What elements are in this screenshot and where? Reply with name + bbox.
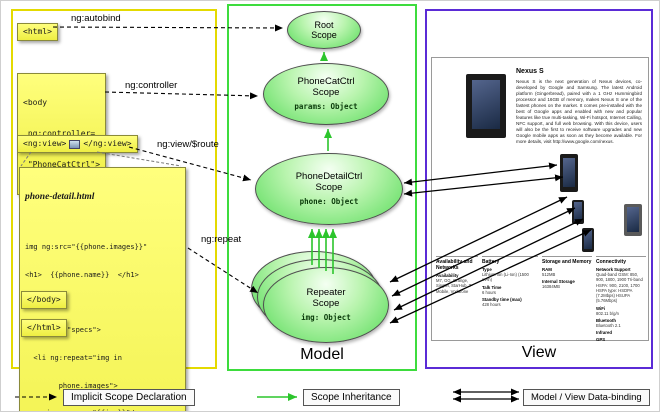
ng-repeat-label: ng:repeat [201, 234, 242, 245]
code-line: <img ng:src="{{img}}"/> [25, 409, 180, 411]
spec-label: Bluetooth [596, 317, 617, 323]
spec-value: 16384MB [542, 284, 560, 290]
code-line: <h1> {{phone.name}} </h1> [25, 270, 139, 279]
phonedetail-ctrl-scope: PhoneDetailCtrl Scope phone: Object [255, 153, 403, 225]
phone-thumbnail [572, 200, 584, 224]
ng-controller-label: ng:controller [125, 80, 178, 91]
phone-thumbnail [560, 154, 578, 192]
repeater-scope: Repeater Scope img: Object [263, 267, 389, 343]
body-open-line: "PhoneCatCtrl"> [23, 160, 101, 170]
ngview-close-tag: </ng:view> [83, 139, 132, 148]
phone-thumbnail [624, 204, 642, 236]
spec-value: Lithium Ion (Li-Ion) (1500 mAh) [482, 272, 529, 283]
spec-label: Network Support [596, 267, 631, 272]
phone-thumbnail [582, 228, 594, 252]
scope-binding: phone: Object [299, 197, 359, 207]
spec-label: WiFi [596, 305, 606, 311]
body-open-line: ng:controller= [23, 128, 96, 138]
html-close-tag-box: </html> [21, 319, 67, 338]
scope-title: Repeater [306, 286, 346, 298]
scope-binding: params: Object [294, 102, 358, 112]
spec-value: M7, GG, Orange, Singtel, StarHub, T-Mobi… [436, 278, 473, 294]
model-panel-label: Model [300, 346, 344, 363]
view-panel-label: View [521, 344, 557, 361]
body-close-tag-box: </body> [21, 291, 67, 310]
spec-value: 802.11 b/g/n [596, 310, 619, 316]
scope-title: PhoneDetailCtrl [295, 170, 363, 182]
view-icon [69, 139, 81, 149]
scope-binding: img: Object [301, 313, 351, 323]
ng-view-route-label: ng:view/$route [157, 139, 219, 150]
body-open-line: <body [23, 97, 48, 107]
phone-detail-page: Nexus S Nexus S is the next generation o… [431, 57, 649, 342]
spec-value: Bluetooth 2.1 [596, 322, 621, 328]
scope-title: Scope [312, 86, 340, 98]
legend-data-binding: Model / View Data-binding [523, 389, 650, 406]
phone-detail-filename: phone-detail.html [25, 191, 95, 202]
spec-header: Battery [482, 256, 538, 265]
spec-value: 6 hours [482, 289, 496, 295]
spec-header: Storage and Memory [542, 256, 592, 265]
code-line: <li ng:repeat="img in [25, 353, 122, 362]
code-line: img ng:src="{{phone.images}}" [25, 243, 148, 252]
legend-scope-inheritance: Scope Inheritance [303, 389, 400, 406]
spec-value: Quad-band GSM: 850, 900, 1800, 1900 Tri-… [596, 272, 643, 304]
spec-label: Infrared [596, 330, 612, 335]
spec-header: Connectivity [596, 256, 646, 265]
phone-description: Nexus S is the next generation of Nexus … [516, 79, 642, 144]
code-line: phone.images"> [25, 381, 118, 390]
spec-value: 428 hours [482, 301, 501, 307]
spec-label: GPS [596, 337, 606, 342]
scope-title: Scope [315, 181, 343, 193]
scope-title: Scope [312, 297, 340, 309]
scope-title: Root [314, 19, 334, 30]
phone-main-image [466, 74, 506, 138]
root-scope: Root Scope [287, 11, 361, 49]
scope-title: Scope [311, 30, 337, 40]
spec-value: 512MB [542, 272, 556, 277]
ngview-open-tag: <ng:view> [23, 139, 67, 148]
ng-autobind-label: ng:autobind [71, 13, 121, 24]
phone-title: Nexus S [516, 68, 544, 75]
ngview-tag-box: <ng:view> </ng:view> [17, 135, 138, 154]
phone-detail-code: img ng:src="{{phone.images}}" <h1> {{pho… [25, 225, 180, 411]
spec-header: Availability and Networks [436, 256, 478, 271]
phonecat-ctrl-scope: PhoneCatCtrl Scope params: Object [263, 63, 389, 125]
legend-implicit-scope: Implicit Scope Declaration [63, 389, 195, 406]
phone-detail-template-box: phone-detail.html img ng:src="{{phone.im… [19, 167, 186, 411]
scope-title: PhoneCatCtrl [297, 75, 355, 87]
html-open-tag-box: <html> [17, 23, 58, 42]
